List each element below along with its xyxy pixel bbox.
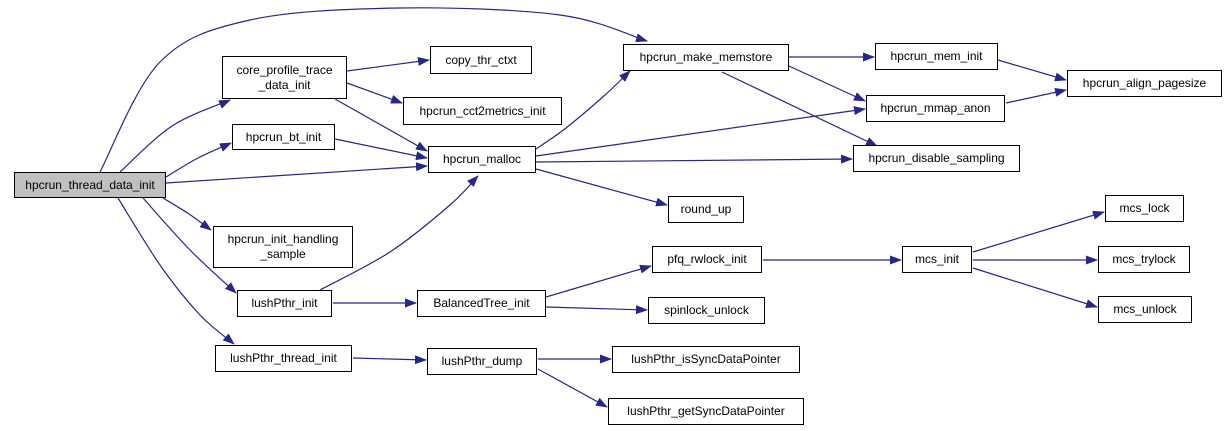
node-copy_thr_ctxt[interactable]: copy_thr_ctxt	[430, 46, 532, 74]
edge-hpcrun_malloc-to-round_up	[535, 168, 668, 207]
node-core_profile_trace_data_init[interactable]: core_profile_trace _data_init	[222, 56, 347, 99]
edge-hpcrun_thread_data_init-to-lushPthr_init	[142, 197, 237, 294]
edge-hpcrun_mmap_anon-to-hpcrun_align_pagesize	[1005, 87, 1067, 104]
edge-hpcrun_thread_data_init-to-hpcrun_malloc	[165, 162, 428, 184]
node-mcs_unlock[interactable]: mcs_unlock	[1098, 296, 1192, 323]
node-BalancedTree_init[interactable]: BalancedTree_init	[417, 290, 546, 317]
node-lushPthr_isSyncDataPointer[interactable]: lushPthr_isSyncDataPointer	[612, 346, 800, 373]
node-hpcrun_make_memstore[interactable]: hpcrun_make_memstore	[623, 44, 789, 71]
edge-BalancedTree_init-to-spinlock_unlock	[545, 305, 648, 315]
edge-hpcrun_thread_data_init-to-hpcrun_make_memstore	[99, 7, 648, 173]
node-hpcrun_align_pagesize[interactable]: hpcrun_align_pagesize	[1067, 70, 1222, 97]
node-hpcrun_init_handling_sample[interactable]: hpcrun_init_handling _sample	[213, 226, 353, 268]
node-mcs_trylock[interactable]: mcs_trylock	[1098, 246, 1190, 273]
node-hpcrun_mmap_anon[interactable]: hpcrun_mmap_anon	[866, 95, 1005, 122]
edge-hpcrun_malloc-to-hpcrun_mmap_anon	[535, 106, 866, 157]
node-lushPthr_getSyncDataPointer[interactable]: lushPthr_getSyncDataPointer	[608, 398, 804, 425]
edge-core_profile_trace_data_init-to-hpcrun_cct2metrics_init	[346, 82, 403, 104]
edge-hpcrun_thread_data_init-to-core_profile_trace_data_init	[119, 99, 231, 173]
node-hpcrun_bt_init[interactable]: hpcrun_bt_init	[232, 124, 335, 150]
edge-hpcrun_thread_data_init-to-hpcrun_bt_init	[165, 142, 232, 178]
node-hpcrun_cct2metrics_init[interactable]: hpcrun_cct2metrics_init	[403, 97, 562, 125]
node-spinlock_unlock[interactable]: spinlock_unlock	[648, 297, 765, 324]
node-hpcrun_mem_init[interactable]: hpcrun_mem_init	[875, 43, 998, 70]
edge-lushPthr_thread_init-to-lushPthr_dump	[352, 355, 427, 365]
node-pfq_rwlock_init[interactable]: pfq_rwlock_init	[652, 246, 762, 273]
node-round_up[interactable]: round_up	[668, 196, 744, 223]
edge-core_profile_trace_data_init-to-copy_thr_ctxt	[346, 57, 430, 72]
node-lushPthr_dump[interactable]: lushPthr_dump	[427, 348, 537, 375]
edge-BalancedTree_init-to-pfq_rwlock_init	[545, 264, 652, 298]
edge-hpcrun_malloc-to-hpcrun_make_memstore	[535, 70, 631, 150]
edge-hpcrun_mem_init-to-hpcrun_align_pagesize	[997, 59, 1067, 82]
edge-lushPthr_dump-to-lushPthr_getSyncDataPointer	[537, 368, 608, 408]
node-hpcrun_malloc[interactable]: hpcrun_malloc	[428, 146, 536, 173]
edge-lushPthr_init-to-hpcrun_malloc	[319, 175, 479, 291]
edge-hpcrun_malloc-to-hpcrun_disable_sampling	[535, 154, 853, 164]
node-mcs_init[interactable]: mcs_init	[902, 246, 972, 273]
edge-hpcrun_thread_data_init-to-hpcrun_init_handling_sample	[162, 197, 212, 231]
edge-hpcrun_make_memstore-to-hpcrun_mmap_anon	[788, 65, 866, 102]
edge-hpcrun_bt_init-to-hpcrun_malloc	[334, 138, 428, 161]
node-hpcrun_disable_sampling[interactable]: hpcrun_disable_sampling	[853, 145, 1020, 172]
node-lushPthr_init[interactable]: lushPthr_init	[237, 290, 332, 317]
edge-hpcrun_thread_data_init-to-lushPthr_thread_init	[117, 197, 235, 345]
node-hpcrun_thread_data_init: hpcrun_thread_data_init	[14, 172, 166, 198]
edge-mcs_init-to-mcs_unlock	[972, 267, 1098, 308]
node-mcs_lock[interactable]: mcs_lock	[1105, 195, 1184, 222]
edge-mcs_init-to-mcs_lock	[972, 210, 1105, 253]
edge-core_profile_trace_data_init-to-hpcrun_malloc	[334, 98, 428, 152]
edge-hpcrun_make_memstore-to-hpcrun_disable_sampling	[721, 71, 878, 147]
node-lushPthr_thread_init[interactable]: lushPthr_thread_init	[215, 345, 352, 372]
